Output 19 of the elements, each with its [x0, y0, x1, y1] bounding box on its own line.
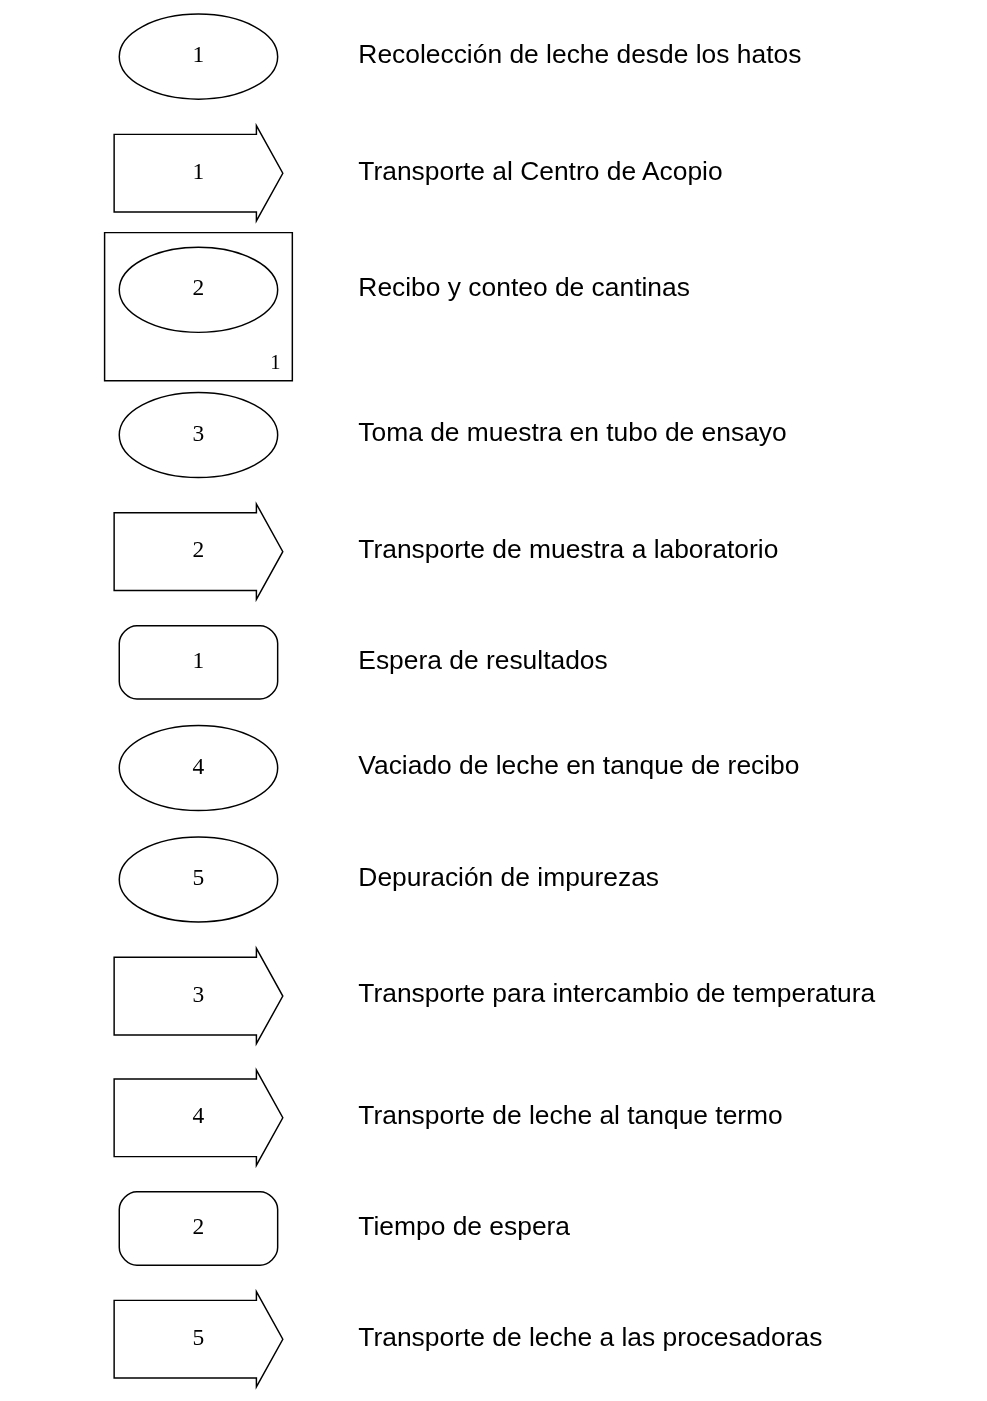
node-ellipse: 1 [118, 13, 278, 100]
node-label: Depuración de impurezas [357, 861, 659, 892]
node-label: Recolección de leche desde los hatos [357, 39, 801, 70]
node-label: Tiempo de espera [357, 1210, 570, 1241]
node-label: Transporte para intercambio de temperatura [357, 978, 875, 1009]
node-label: Transporte al Centro de Acopio [357, 155, 723, 186]
node-label: Transporte de leche a las procesadoras [357, 1321, 822, 1352]
node-label: Transporte de muestra a laboratorio [357, 534, 778, 565]
node-label: Transporte de leche al tanque termo [357, 1100, 783, 1131]
node-label: Toma de muestra en tubo de ensayo [357, 417, 787, 448]
node-ellipse: 4 [118, 724, 278, 812]
node-box: 2 [118, 1191, 278, 1266]
node-label: Vaciado de leche en tanque de recibo [357, 750, 799, 781]
node-box: 1 [118, 624, 278, 700]
node-ellipse: 2 [118, 246, 278, 334]
node-label: Recibo y conteo de cantinas [357, 272, 690, 303]
node-label: Espera de resultados [357, 644, 608, 675]
node-ellipse: 3 [118, 391, 278, 479]
node-ellipse: 5 [118, 836, 278, 923]
